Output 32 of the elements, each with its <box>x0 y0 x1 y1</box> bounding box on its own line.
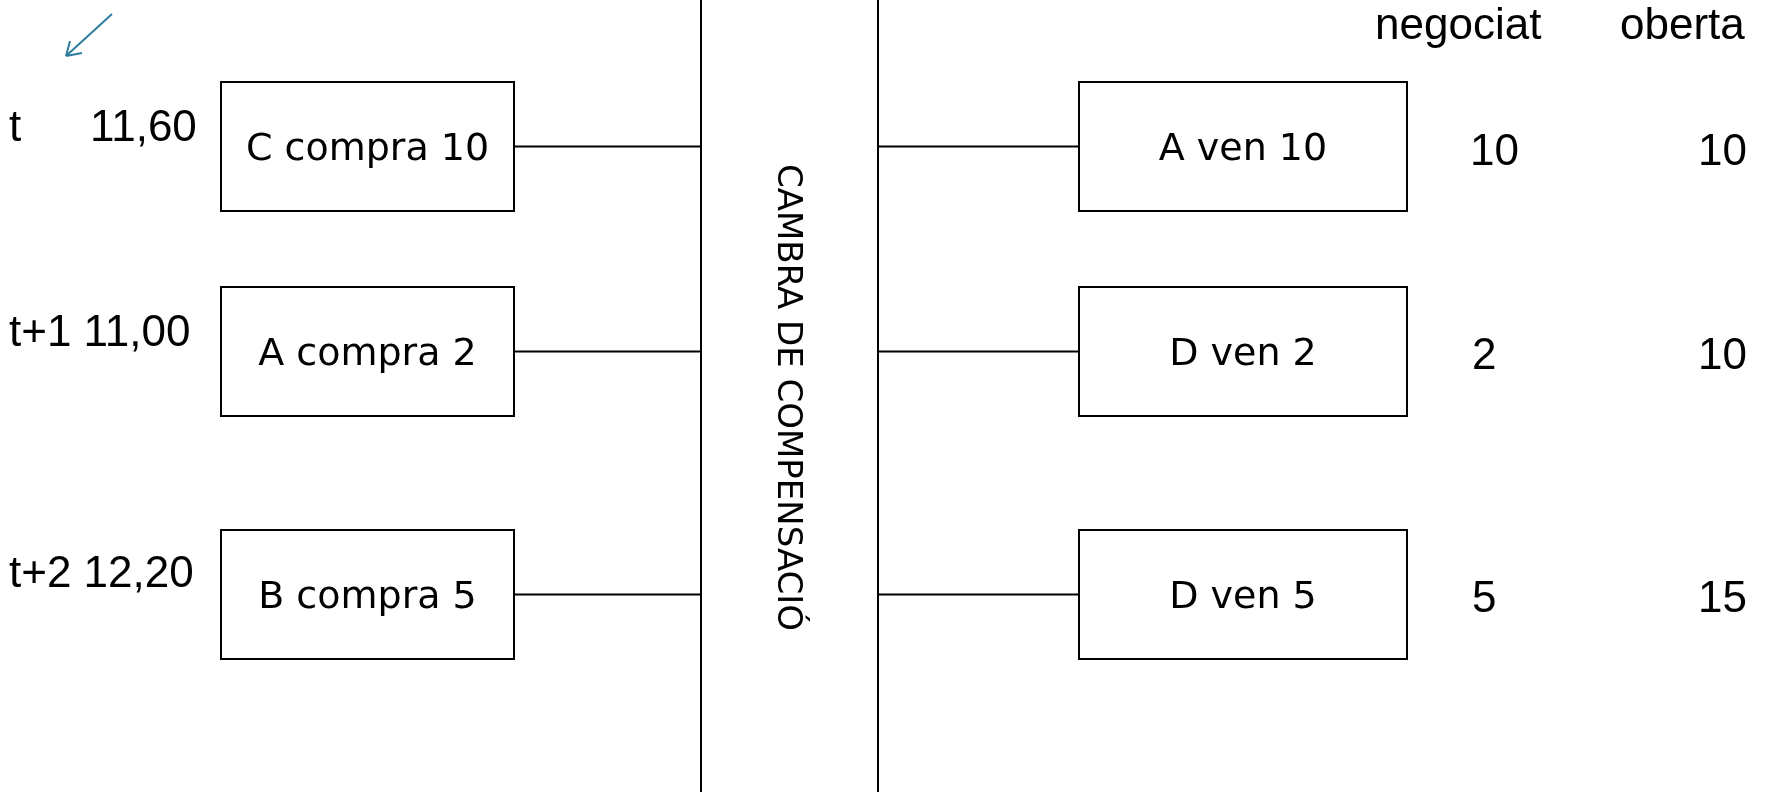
quantity-value: 15 <box>1698 575 1747 619</box>
column-header: oberta <box>1620 2 1745 46</box>
quantity-value: 10 <box>1698 332 1747 376</box>
order-text: A ven 10 <box>1158 124 1328 169</box>
quantity-value: 2 <box>1472 332 1497 376</box>
quantity-value: 10 <box>1698 128 1747 172</box>
connector-line <box>514 593 701 596</box>
band-title: CAMBRA DE COMPENSACIÓ <box>769 164 810 632</box>
order-box <box>1078 286 1408 417</box>
order-box <box>1078 529 1408 660</box>
connector-line <box>514 145 701 148</box>
order-text: D ven 2 <box>1169 329 1317 374</box>
time-label: t <box>9 104 22 148</box>
quantity-value: 5 <box>1472 575 1497 619</box>
order-text: B compra 5 <box>258 572 477 617</box>
order-text: C compra 10 <box>245 124 490 169</box>
column-header: negociat <box>1375 2 1542 46</box>
time-price-label: t+2 12,20 <box>9 550 194 594</box>
time-price-label: t+1 11,00 <box>9 309 191 353</box>
order-box <box>220 529 515 660</box>
order-box <box>220 81 515 212</box>
order-text: A compra 2 <box>258 329 477 374</box>
connector-line <box>514 350 701 353</box>
order-text: D ven 5 <box>1169 572 1317 617</box>
quantity-value: 10 <box>1470 128 1519 172</box>
price-label: 11,60 <box>90 104 197 148</box>
order-box <box>1078 81 1408 212</box>
connector-line <box>878 593 1079 596</box>
order-box <box>220 286 515 417</box>
clearing-house-band <box>700 0 879 792</box>
connector-line <box>878 145 1079 148</box>
connector-line <box>878 350 1079 353</box>
